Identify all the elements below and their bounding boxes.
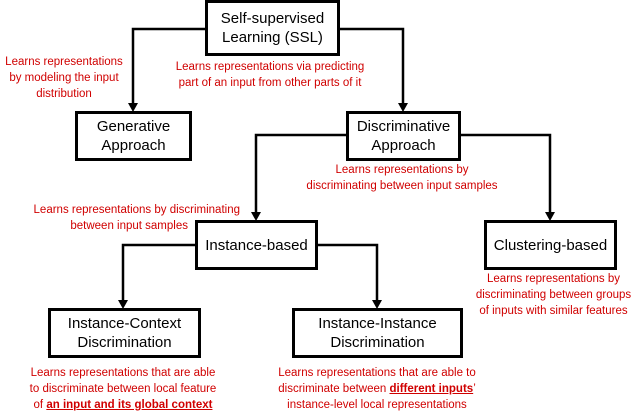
node-label: Discrimination xyxy=(77,334,172,351)
emphasis: an input and its global context xyxy=(46,399,213,411)
node-label: Approach xyxy=(101,137,166,154)
emphasis: different inputs xyxy=(389,383,474,395)
node-label: Learning (SSL) xyxy=(222,29,323,46)
node-label: Approach xyxy=(371,137,436,154)
node-label: Self-supervised xyxy=(220,10,325,27)
node-label: Instance-Instance xyxy=(318,315,437,332)
node-clustering: Clustering-based xyxy=(484,220,617,270)
arrowhead xyxy=(118,300,128,309)
edge-instance-instance xyxy=(317,243,379,303)
edge-discriminative-instance xyxy=(254,133,347,215)
edge-ssl-generative xyxy=(131,27,206,106)
arrowhead xyxy=(251,212,261,221)
edge-ssl-discriminative xyxy=(339,27,405,106)
node-label: Discrimination xyxy=(330,334,425,351)
edge-discriminative-clustering xyxy=(460,133,552,215)
arrowhead xyxy=(128,103,138,112)
node-label: Discriminative xyxy=(356,118,451,135)
node-instance-based: Instance-based xyxy=(195,220,318,270)
node-label: Generative xyxy=(96,118,171,135)
node-label: Instance-based xyxy=(205,236,308,254)
arrowhead xyxy=(545,212,555,221)
node-label: Clustering-based xyxy=(493,236,608,254)
arrowhead xyxy=(372,300,382,309)
arrowhead xyxy=(398,103,408,112)
edge-instance-context xyxy=(121,243,196,303)
node-label: Instance-Context xyxy=(67,315,182,332)
note-instance-based: Learns representations by discriminating… xyxy=(33,204,240,232)
